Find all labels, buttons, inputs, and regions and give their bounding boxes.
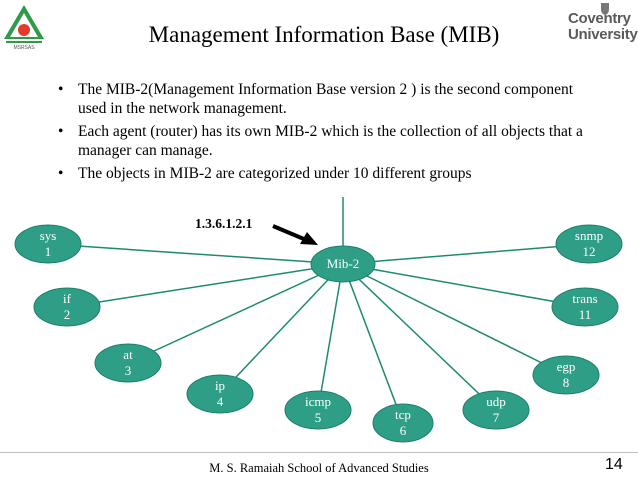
group-node-snmp-name: snmp <box>575 228 603 243</box>
shield-icon <box>601 3 609 15</box>
connector-line-sys <box>47 243 344 265</box>
connector-line-tcp <box>342 263 404 424</box>
group-node-trans-shape <box>551 287 619 327</box>
connector-line-snmp <box>342 243 590 265</box>
connector-line-udp <box>342 263 497 411</box>
connector-line-trans <box>342 263 586 308</box>
slide-title: Management Information Base (MIB) <box>148 22 500 47</box>
logo-left-text: MSRSAS <box>13 45 35 51</box>
group-node-egp-number: 8 <box>563 375 570 390</box>
connector-lines <box>47 197 590 424</box>
group-node-icmp-name: icmp <box>305 394 331 409</box>
connector-line-at <box>127 263 344 364</box>
group-node-at-name: at <box>123 347 133 362</box>
group-node-trans-number: 11 <box>579 307 592 322</box>
connector-line-if <box>66 263 344 308</box>
coventry-logo: Coventry University <box>560 3 638 52</box>
group-node-if-shape <box>33 287 101 327</box>
oid-label: 1.3.6.1.2.1 <box>195 216 253 231</box>
group-node-at: at3 <box>94 343 162 383</box>
mib2-root-node-name: Mib-2 <box>327 256 360 271</box>
bullet-text: The objects in MIB-2 are categorized und… <box>78 165 472 182</box>
group-node-if-number: 2 <box>64 307 71 322</box>
group-node-udp-name: udp <box>486 394 506 409</box>
bullet-list: • The MIB-2(Management Information Base … <box>58 80 588 187</box>
connector-line-egp <box>342 263 567 376</box>
group-node-if-name: if <box>63 291 72 306</box>
mib2-root-node: Mib-2 <box>310 245 376 283</box>
group-node-egp-shape <box>532 355 600 395</box>
connector-line-icmp <box>317 263 344 411</box>
footer-divider <box>0 452 638 453</box>
bullet-item: • The MIB-2(Management Information Base … <box>58 80 588 118</box>
group-node-sys-number: 1 <box>45 244 52 259</box>
group-node-if: if2 <box>33 287 101 327</box>
group-node-icmp-shape <box>284 390 352 430</box>
group-node-tcp-name: tcp <box>395 407 411 422</box>
mib2-root-node-shape <box>310 245 376 283</box>
group-node-sys-name: sys <box>40 228 57 243</box>
bullet-text: Each agent (router) has its own MIB-2 wh… <box>78 123 583 159</box>
group-node-at-number: 3 <box>125 363 132 378</box>
arrow-icon <box>272 224 318 245</box>
bullet-text: The MIB-2(Management Information Base ve… <box>78 81 574 117</box>
logo-right-line1: Coventry <box>568 10 631 27</box>
group-node-udp-shape <box>462 390 530 430</box>
institute-logo: MSRSAS <box>2 3 46 51</box>
group-node-tcp-shape <box>372 403 434 443</box>
group-node-ip: ip4 <box>186 374 254 414</box>
logo-right-line2: University <box>568 26 638 43</box>
group-node-at-shape <box>94 343 162 383</box>
group-node-egp-name: egp <box>557 359 576 374</box>
group-node-trans-name: trans <box>572 291 597 306</box>
group-node-icmp-number: 5 <box>315 410 322 425</box>
group-node-ip-number: 4 <box>217 394 224 409</box>
group-node-ip-name: ip <box>215 378 225 393</box>
group-node-tcp-number: 6 <box>400 423 407 438</box>
bullet-dot-icon: • <box>58 123 64 140</box>
group-node-snmp-number: 12 <box>583 244 596 259</box>
group-node-udp-number: 7 <box>493 410 500 425</box>
group-node-ip-shape <box>186 374 254 414</box>
group-node-sys-shape <box>14 224 82 264</box>
bullet-item: • The objects in MIB-2 are categorized u… <box>58 164 588 183</box>
bullet-dot-icon: • <box>58 165 64 182</box>
footer-text: M. S. Ramaiah School of Advanced Studies <box>209 461 429 475</box>
page-number: 14 <box>605 456 623 473</box>
bullet-dot-icon: • <box>58 81 64 98</box>
bullet-item: • Each agent (router) has its own MIB-2 … <box>58 122 588 160</box>
connector-line-ip <box>219 263 344 395</box>
group-node-snmp-shape <box>555 224 623 264</box>
